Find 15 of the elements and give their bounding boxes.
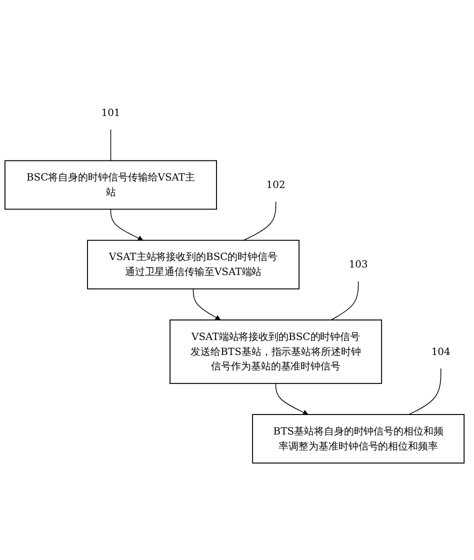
node-text: 101 — [101, 107, 120, 119]
node-box: VSAT端站将接收到的BSC的时钟信号发送给BTS基站，指示基站将所述时钟信号作为基站的基准时钟信号 — [170, 320, 382, 384]
connector — [110, 130, 112, 162]
node-box: BSC将自身的时钟信号传输给VSAT主站 — [4, 160, 217, 210]
arrow — [192, 288, 221, 321]
node-text: 104 — [431, 346, 450, 358]
node-text: 102 — [266, 179, 286, 192]
node-box: VSAT主站将接收到的BSC的时钟信号通过卫星通信传输至VSAT端站 — [87, 240, 300, 290]
arrow — [110, 209, 144, 242]
connector — [408, 368, 442, 416]
connector — [330, 281, 359, 321]
arrow — [275, 384, 308, 416]
connector — [243, 202, 276, 242]
node-text: 103 — [348, 258, 368, 271]
node-box: BTS基站将自身的时钟信号的相位和频率调整为基准时钟信号的相位和频率 — [252, 414, 465, 464]
